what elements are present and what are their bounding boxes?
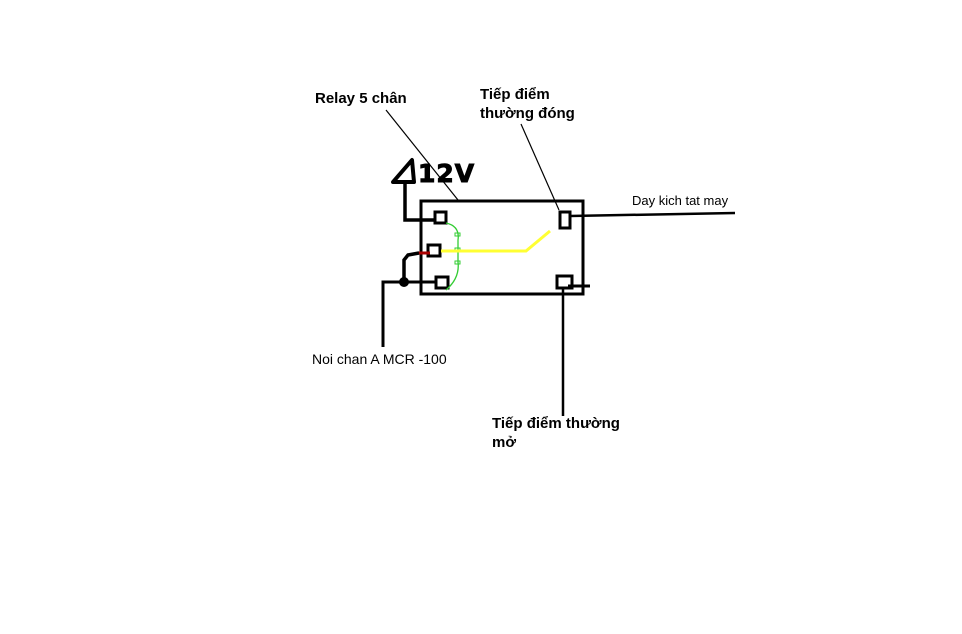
trigger-wire [569,211,736,218]
armature [441,229,551,253]
common-wire [402,251,420,282]
mcr-pin-label: Noi chan A MCR -100 [312,351,447,367]
nc-contact-label-1: Tiếp điểm [480,86,550,103]
relay-body [419,199,585,296]
no-contact-label-1: Tiếp điểm thường [492,415,620,432]
relay-leader-line [385,109,459,201]
nc-contact-pin [558,210,572,230]
trigger-wire-label: Day kich tat may [632,193,729,208]
supply-triangle-icon [391,158,416,184]
relay-label: Relay 5 chân [315,90,407,107]
voltage-label: 12V [417,159,476,188]
coil-pin-bottom [434,275,450,290]
coil-turn [454,260,461,265]
coil-pin-top [433,210,448,225]
mcr-wire [381,280,437,347]
coil-turn [454,232,461,237]
supply-wire [403,182,435,222]
common-pin [426,243,442,258]
nc-contact-label-2: thường đóng [480,105,575,122]
nc-contact-leader-line [520,123,560,211]
no-contact-label-2: mở [492,434,517,451]
